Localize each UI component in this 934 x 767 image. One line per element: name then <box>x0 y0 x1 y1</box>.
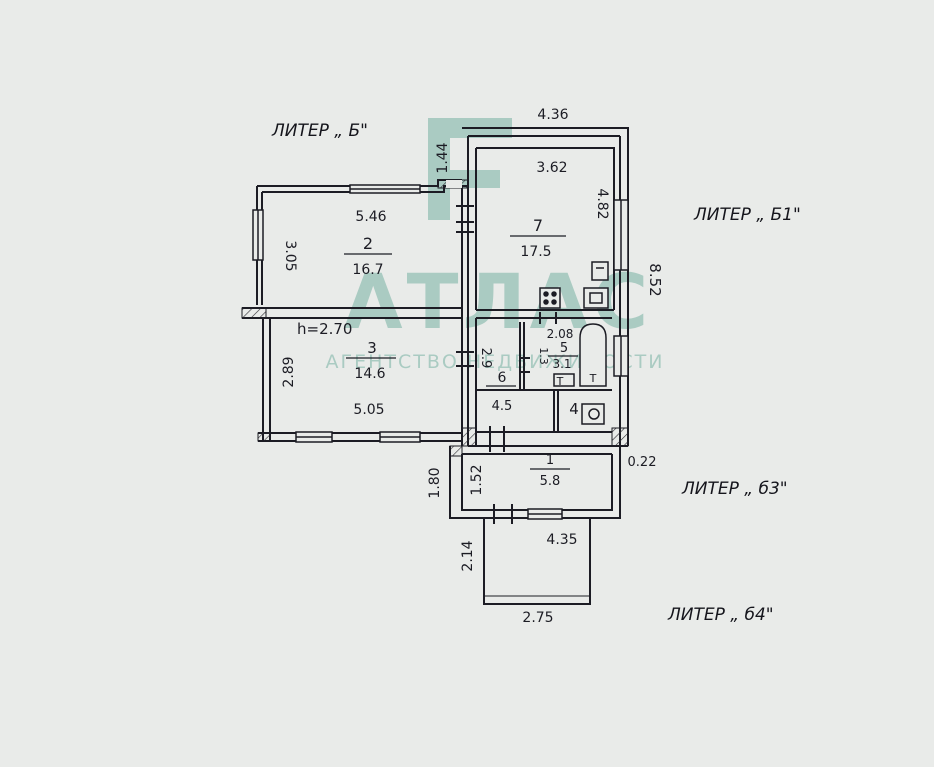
dim-room3-height: 2.89 <box>281 356 297 387</box>
room-2-area: 16.7 <box>352 262 383 278</box>
room-5-number: 5 <box>560 341 568 356</box>
dim-right-total: 8.52 <box>646 263 664 296</box>
room-fraction-lines <box>344 235 578 470</box>
fixtures <box>539 261 609 425</box>
boiler-icon <box>591 261 609 281</box>
room-6-number: 6 <box>498 370 507 386</box>
dim-room2-width: 5.46 <box>355 209 386 225</box>
liter-b3-label: ЛИТЕР „ б3" <box>681 479 788 499</box>
toilet-letter-2: T <box>589 372 597 385</box>
dim-ceiling-height: h=2.70 <box>297 320 352 338</box>
dim-left-small: 1.44 <box>435 142 451 173</box>
window-entry-bottom <box>527 508 563 520</box>
dim-entry-left-outer: 1.80 <box>427 467 443 498</box>
liter-b-label: ЛИТЕР „ Б" <box>271 121 368 141</box>
bathtub-icon <box>579 323 607 387</box>
room-3-area: 14.6 <box>354 366 385 382</box>
room-1-area: 5.8 <box>540 474 561 489</box>
dim-porch-width: 2.75 <box>522 610 553 626</box>
room-2-number: 2 <box>363 234 373 253</box>
dim-room7-width: 3.62 <box>536 160 567 176</box>
room-5-area: 3.1 <box>552 357 571 371</box>
room-labels: 7 17.5 2 16.7 3 14.6 5 3.1 6 4.5 4 1 5.8 <box>352 216 578 489</box>
window-room2-left <box>252 209 264 261</box>
dim-room7-height: 4.82 <box>594 188 610 219</box>
window-room5-right <box>613 335 629 377</box>
liter-b1-label: ЛИТЕР „ Б1" <box>693 205 801 225</box>
watermark-tagline: АГЕНТСТВО НЕДВИЖИМОСТИ <box>326 351 665 373</box>
dim-top-width: 4.36 <box>537 107 568 123</box>
dim-room5-width: 2.08 <box>547 327 574 341</box>
room-6-area: 4.5 <box>492 399 513 414</box>
room-1-number: 1 <box>546 453 554 468</box>
hatched-walls <box>241 179 629 457</box>
dim-room5-height: 1.3 <box>537 347 550 365</box>
room-3-number: 3 <box>367 339 377 357</box>
washbasin-icon <box>553 373 575 387</box>
window-room7-right <box>613 199 629 271</box>
room-4-number: 4 <box>569 400 579 418</box>
room-7-number: 7 <box>533 216 543 235</box>
dim-entry-width: 4.35 <box>546 532 577 548</box>
dimension-labels: 4.36 1.44 3.62 4.82 8.52 5.46 3.05 h=2.7… <box>281 107 664 626</box>
liter-b4-label: ЛИТЕР „ б4" <box>667 605 774 625</box>
dim-corridor: 2.9 <box>478 348 493 369</box>
stove-icon <box>539 287 561 309</box>
room-7-area: 17.5 <box>520 244 551 260</box>
sink-icon <box>583 287 609 309</box>
doors <box>456 205 557 524</box>
dim-entry-offset: 0.22 <box>628 455 657 470</box>
dim-entry-left-inner: 1.52 <box>469 464 485 495</box>
dim-room3-width: 5.05 <box>353 402 384 418</box>
window-room3-bottom-2 <box>379 431 421 443</box>
windows <box>252 184 629 520</box>
toilet-letter-1: T <box>556 375 564 388</box>
dim-porch-height: 2.14 <box>460 540 476 571</box>
window-room2-top <box>349 184 421 194</box>
dim-room2-height: 3.05 <box>282 240 298 271</box>
toilet-icon <box>581 403 605 425</box>
window-room3-bottom-1 <box>295 431 333 443</box>
liter-labels: ЛИТЕР „ Б" ЛИТЕР „ Б1" ЛИТЕР „ б3" ЛИТЕР… <box>271 121 801 625</box>
